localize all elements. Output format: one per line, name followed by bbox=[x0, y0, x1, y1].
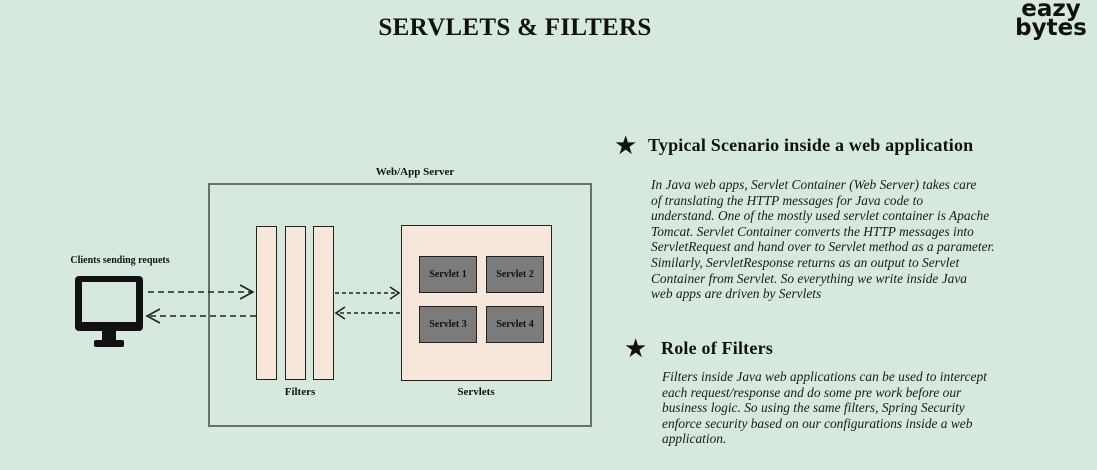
servlet-3: Servlet 3 bbox=[419, 306, 477, 343]
filter-bar-3 bbox=[313, 226, 334, 380]
servlet-2: Servlet 2 bbox=[486, 256, 544, 293]
filters-paragraph: Filters inside Java web applications can… bbox=[662, 369, 987, 447]
eazybytes-logo: eazy bytes bbox=[1011, 0, 1091, 41]
paragraph-line: Container from Servlet. So everything we… bbox=[651, 270, 967, 286]
paragraph-line: understand. One of the mostly used servl… bbox=[651, 208, 990, 224]
paragraph-line: of translating the HTTP messages for Jav… bbox=[651, 192, 924, 208]
servlet-1: Servlet 1 bbox=[419, 256, 477, 293]
star-icon: ★ bbox=[614, 131, 638, 161]
paragraph-line: Tomcat. Servlet Container converts the H… bbox=[651, 223, 974, 239]
paragraph-line: enforce security based on our configurat… bbox=[662, 415, 973, 431]
monitor-icon bbox=[75, 276, 143, 347]
servlets-container: Servlet 1 Servlet 2 Servlet 3 Servlet 4 bbox=[401, 225, 552, 381]
scenario-heading: Typical Scenario inside a web applicatio… bbox=[648, 135, 974, 155]
filter-bar-2 bbox=[285, 226, 306, 380]
page-title: SERVLETS & FILTERS bbox=[378, 14, 652, 41]
paragraph-line: application. bbox=[662, 431, 727, 447]
client-label: Clients sending requets bbox=[70, 255, 170, 266]
paragraph-line: business logic. So using the same filter… bbox=[662, 400, 965, 416]
servlet-4: Servlet 4 bbox=[486, 306, 544, 343]
scenario-paragraph: In Java web apps, Servlet Container (Web… bbox=[651, 177, 995, 302]
filters-label: Filters bbox=[284, 386, 316, 398]
star-icon: ★ bbox=[624, 334, 648, 364]
paragraph-line: In Java web apps, Servlet Container (Web… bbox=[651, 177, 977, 192]
paragraph-line: Filters inside Java web applications can… bbox=[662, 369, 987, 384]
logo-line-2: bytes bbox=[1015, 15, 1087, 41]
web-app-server-box bbox=[208, 183, 592, 427]
paragraph-line: web apps are driven by Servlets bbox=[651, 286, 822, 302]
servlets-label: Servlets bbox=[457, 386, 495, 398]
logo-line-1: eazy bbox=[1021, 0, 1081, 22]
paragraph-line: Similarly, ServletResponse returns as an… bbox=[651, 254, 960, 270]
paragraph-line: ServletRequest and hand over to Servlet … bbox=[651, 239, 995, 255]
server-label: Web/App Server bbox=[375, 166, 455, 178]
filters-heading: Role of Filters bbox=[661, 338, 773, 358]
filter-bar-1 bbox=[256, 226, 277, 380]
paragraph-line: each request/response and do some pre wo… bbox=[662, 384, 962, 400]
